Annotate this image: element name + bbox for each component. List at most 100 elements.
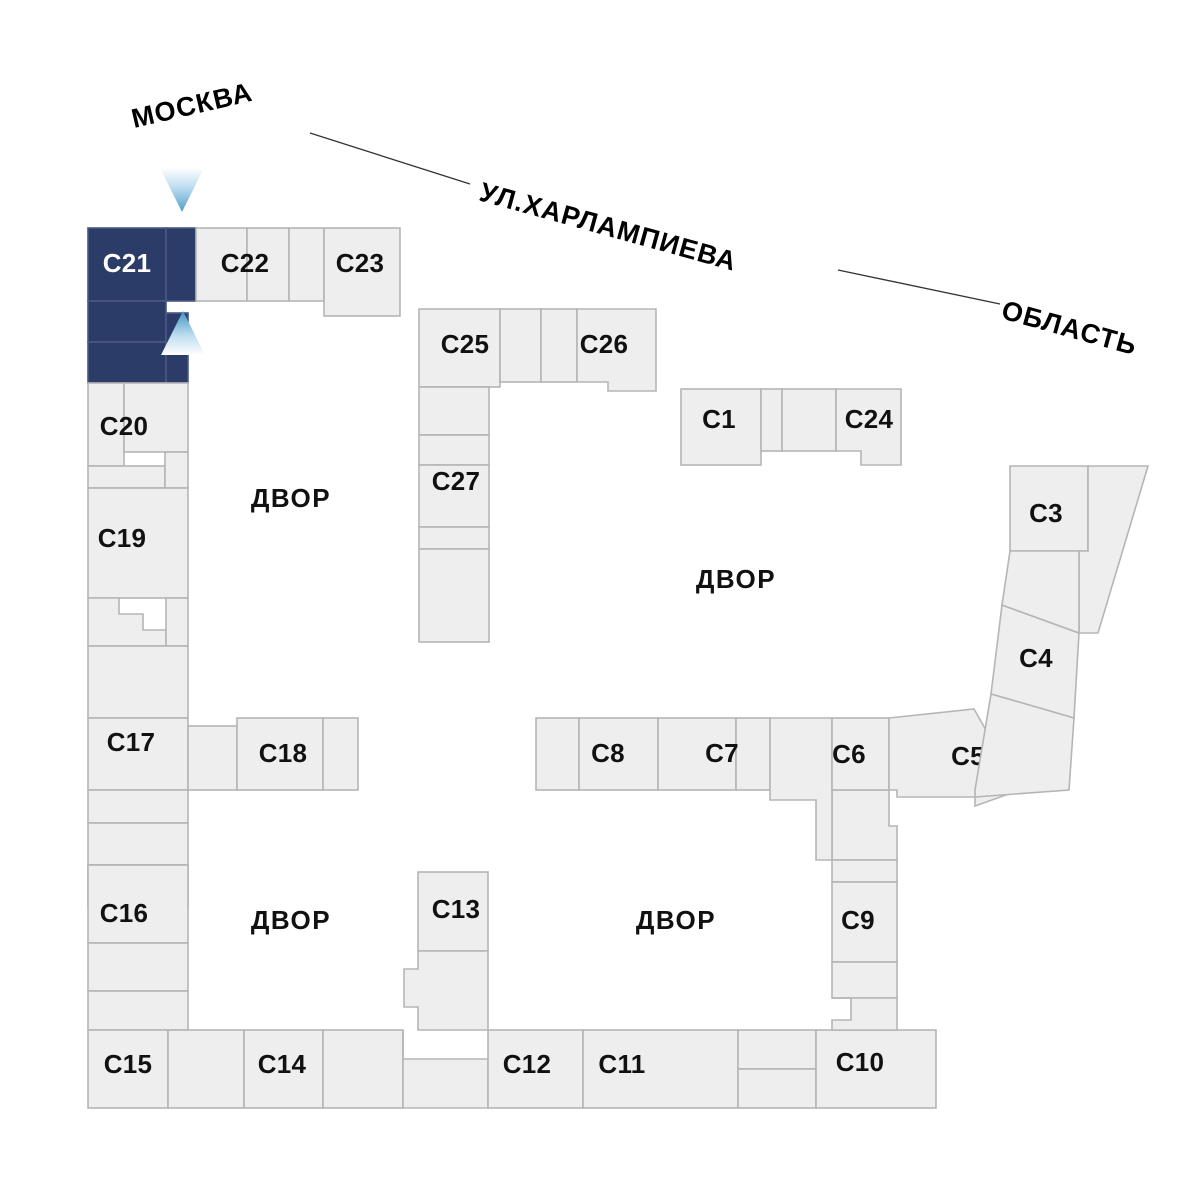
block-C24-part-b[interactable] (499, 308, 542, 383)
block-C25-part-a[interactable] (540, 308, 578, 383)
block-C3-part-lower[interactable] (1001, 550, 1080, 635)
block-C18-part-b[interactable] (236, 717, 324, 791)
block-group-C7[interactable]: C7 (657, 717, 771, 791)
block-group-C14[interactable]: C14 (243, 1029, 404, 1109)
block-group-C2[interactable]: C24 (781, 388, 902, 466)
block-C20-part-d[interactable] (164, 451, 189, 489)
block-C9-part-a[interactable] (831, 859, 898, 883)
block-C26-part-b[interactable] (418, 434, 490, 466)
block-C4-part-lower[interactable] (974, 692, 1075, 798)
block-C16-part-c[interactable] (87, 942, 189, 992)
block-C24-part-main[interactable] (418, 308, 501, 388)
block-C18-part-c[interactable] (322, 717, 359, 791)
block-C2-part-main[interactable] (835, 388, 902, 466)
block-C10-part-main[interactable] (815, 1029, 937, 1109)
block-group-C9[interactable]: C9 (831, 789, 898, 1031)
block-C17-part-main[interactable] (87, 717, 189, 791)
block-C18-part-a[interactable] (187, 725, 238, 791)
block-label-C7: C7 (705, 738, 739, 768)
block-group-C22[interactable]: C22 (195, 227, 290, 302)
block-C15-part-a[interactable] (87, 1029, 169, 1109)
yard-label-northwest: ДВОР (251, 483, 331, 513)
block-group-C27[interactable] (418, 526, 490, 643)
block-C17-part-upper[interactable] (87, 645, 189, 719)
block-group-C13[interactable]: C13 (403, 871, 489, 1031)
block-C19-part-step[interactable] (87, 597, 167, 647)
block-label-C21: C21 (103, 248, 152, 278)
block-C14-part-b[interactable] (322, 1029, 404, 1109)
block-C9-part-b[interactable] (831, 961, 898, 999)
block-C20-part-c[interactable] (87, 465, 166, 489)
block-label-C13: C13 (432, 894, 481, 924)
block-C12-part-b[interactable] (487, 1029, 584, 1109)
block-C20-part-b[interactable] (123, 382, 189, 453)
block-C19-part-edge[interactable] (165, 597, 189, 647)
block-group-C23[interactable]: C23 (288, 227, 401, 317)
block-C9-part-main[interactable] (831, 881, 898, 963)
block-C23-part-b[interactable] (323, 227, 401, 317)
block-C21-part-mid[interactable] (87, 300, 167, 343)
block-C22-part-b[interactable] (246, 227, 290, 302)
block-label-C4: C4 (1019, 643, 1053, 673)
block-group-C17[interactable]: C17 (87, 645, 189, 824)
block-C7-part-b[interactable] (735, 717, 771, 791)
block-C9-part-c[interactable] (831, 997, 898, 1031)
block-C16-part-a[interactable] (87, 822, 189, 866)
block-C16-part-d[interactable] (87, 990, 189, 1031)
block-group-C26[interactable]: C27 (418, 386, 490, 528)
block-C23-part-a[interactable] (288, 227, 325, 302)
block-group-C18[interactable]: C18 (187, 717, 359, 791)
block-C19-part-main[interactable] (87, 487, 189, 599)
direction-label-oblast: ОБЛАСТЬ (998, 295, 1140, 361)
block-C1-part-b[interactable] (760, 388, 783, 452)
block-C12-part-a[interactable] (402, 1030, 489, 1109)
block-group-C16[interactable]: C16 (87, 822, 189, 1031)
block-C21-part-right[interactable] (165, 227, 197, 302)
block-label-C1: C1 (702, 404, 736, 434)
block-group-C3[interactable]: C3 (1001, 465, 1150, 635)
block-group-C10[interactable]: C10 (815, 1029, 937, 1109)
block-C13-part-lower[interactable] (403, 950, 489, 1031)
block-group-C4[interactable]: C4 (974, 603, 1080, 798)
block-label-C14: C14 (258, 1049, 307, 1079)
yard-label-northeast: ДВОР (696, 564, 776, 594)
block-group-C11[interactable]: C11 (582, 1029, 817, 1109)
block-C13-part-main[interactable] (417, 871, 489, 952)
block-group-C21[interactable]: C21 (87, 227, 197, 384)
block-C17-part-lower[interactable] (87, 789, 189, 824)
block-C27-part-a[interactable] (418, 526, 490, 550)
block-group-C24[interactable]: C25 (418, 308, 542, 388)
block-group-C15[interactable]: C15 (87, 1029, 245, 1109)
block-C2-part-a[interactable] (781, 388, 837, 452)
block-group-C25[interactable]: C26 (540, 308, 657, 392)
block-group-C1[interactable]: C1 (680, 388, 783, 466)
block-C22-part-a[interactable] (195, 227, 248, 302)
block-C11-part-main[interactable] (582, 1029, 739, 1109)
block-C9-part-top[interactable] (831, 789, 898, 861)
block-C21-part-lower[interactable] (87, 341, 167, 384)
block-C6-part-main[interactable] (769, 717, 833, 861)
street-leader-left (309, 132, 471, 185)
block-C21-part-main[interactable] (87, 227, 167, 302)
street-leader-right (837, 269, 1001, 305)
street-label-harlampieva: УЛ.ХАРЛАМПИЕВА (476, 177, 740, 277)
block-C8-part-a[interactable] (535, 717, 580, 791)
block-label-C16: C16 (100, 898, 149, 928)
block-C3-part-wedge[interactable] (1078, 465, 1150, 634)
block-group-C20[interactable]: C20 (87, 382, 189, 489)
block-group-C6[interactable]: C6 (769, 717, 890, 861)
block-C15-part-b[interactable] (167, 1029, 245, 1109)
block-C1-part-main[interactable] (680, 388, 762, 466)
block-group-C12[interactable]: C12 (402, 1029, 584, 1109)
block-C27-part-main[interactable] (418, 548, 490, 643)
direction-label-moscow: МОСКВА (129, 77, 256, 134)
block-group-C19[interactable]: C19 (87, 487, 189, 647)
block-C26-part-a[interactable] (418, 386, 490, 436)
block-C11-part-b[interactable] (737, 1029, 817, 1070)
block-C14-part-a[interactable] (243, 1029, 324, 1109)
block-C26-part-main[interactable] (418, 464, 490, 528)
block-C11-part-c[interactable] (737, 1068, 817, 1109)
block-group-C8[interactable]: C8 (535, 717, 659, 791)
block-C8-part-main[interactable] (578, 717, 659, 791)
block-C25-part-main[interactable] (576, 308, 657, 392)
